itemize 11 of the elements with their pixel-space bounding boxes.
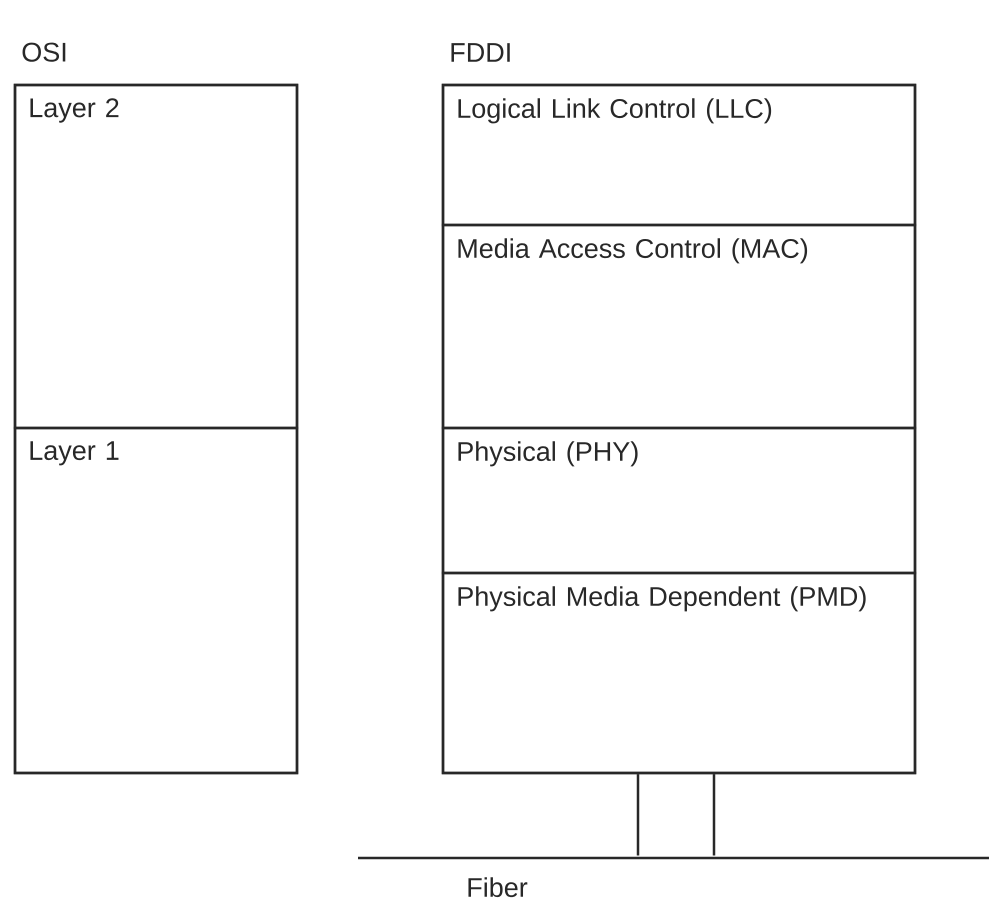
connector-line [636,774,640,856]
layer-box: Physical (PHY) [442,426,916,574]
column-heading: FDDI [451,43,510,62]
column-heading: OSI [22,42,66,62]
layer-box: Logical Link Control (LLC) [442,84,916,226]
layer-box: Media Access Control (MAC) [442,224,916,430]
layer-box: Layer 1 [14,426,298,774]
line-label: Fiber [468,877,528,898]
layer-box: Layer 2 [14,84,298,430]
connector-line [712,774,716,856]
layer-box: Physical Media Dependent (PMD) [442,572,916,774]
